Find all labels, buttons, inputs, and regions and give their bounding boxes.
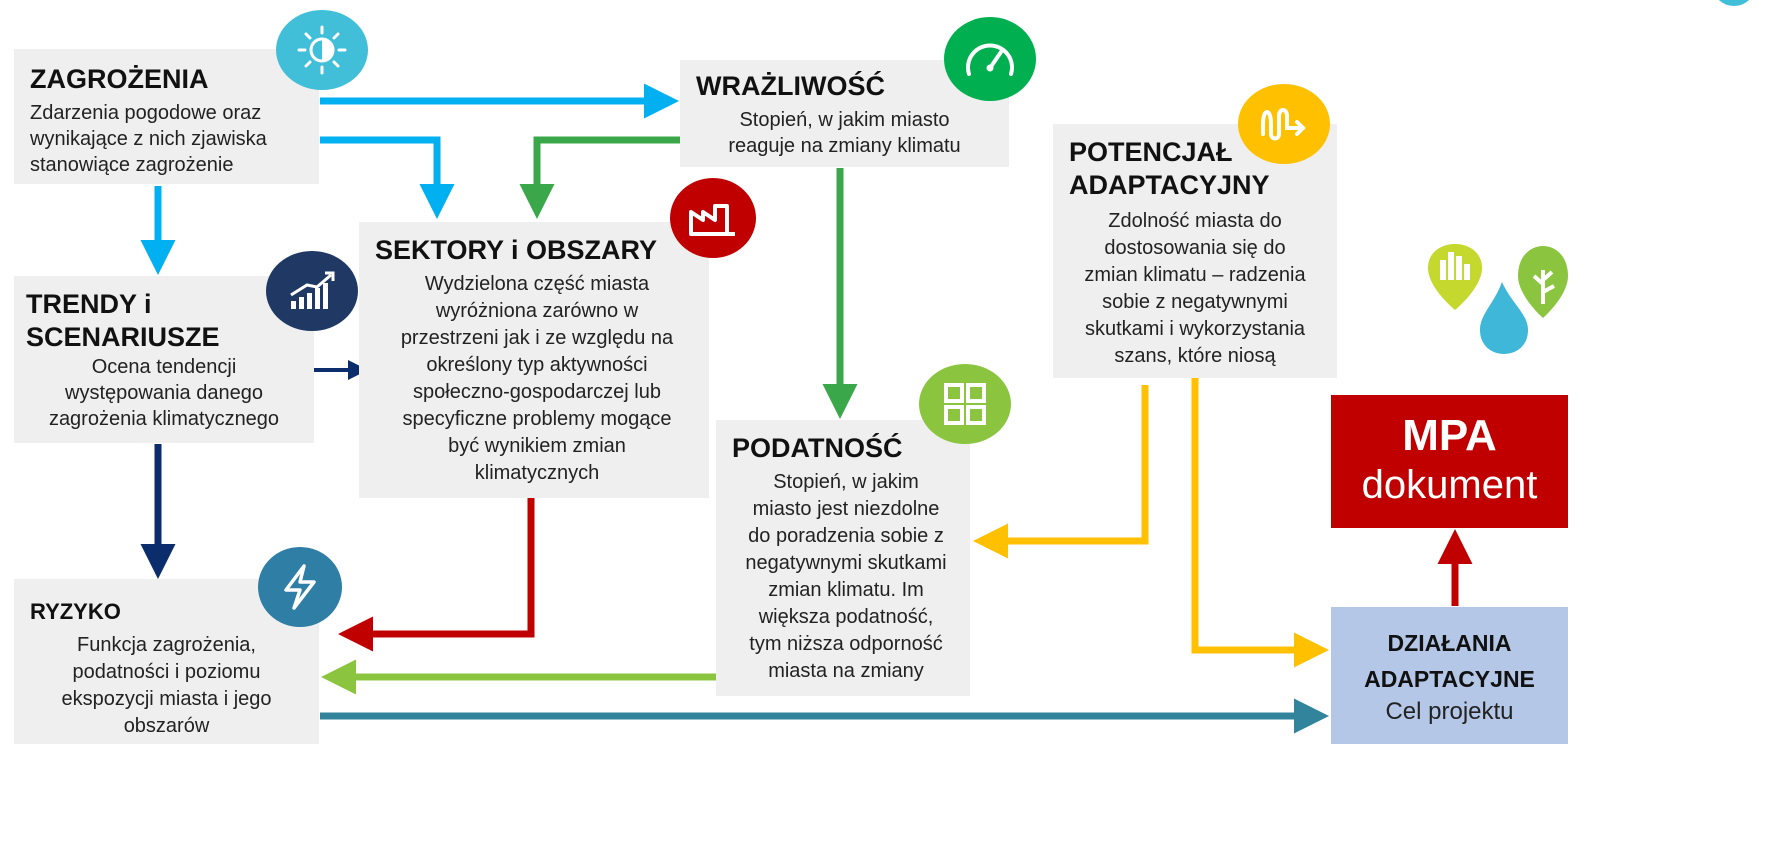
desc-line: dostosowania się do (1104, 237, 1286, 259)
desc-line: większa podatność, (758, 606, 934, 628)
wave-arrow-icon (1238, 84, 1330, 164)
title-sektory: SEKTORY i OBSZARY (375, 235, 658, 265)
title-podatnosc: PODATNOŚĆ (732, 433, 903, 463)
desc-line: Zdolność miasta do (1108, 210, 1282, 232)
title-dzialania-line1: DZIAŁANIA (1387, 630, 1512, 656)
desc-line: klimatycznych (474, 462, 600, 484)
box-trendy-i-scenariusze: TRENDY i SCENARIUSZE Ocena tendencji wys… (14, 276, 314, 443)
desc-trendy: Ocena tendencji występowania danego zagr… (26, 354, 314, 432)
factory-icon (670, 178, 756, 258)
desc-line: określony typ aktywności (426, 354, 648, 376)
arrow-sektory-to-ryzyko (338, 498, 535, 652)
title-wrazliwosc: WRAŻLIWOŚĆ (696, 71, 885, 101)
desc-line: przestrzeni jak i ze względu na (400, 327, 674, 349)
title-potencjal-line1: POTENCJAŁ (1069, 137, 1233, 167)
box-sektory-i-obszary: SEKTORY i OBSZARY Wydzielona część miast… (359, 222, 709, 498)
subtitle-dzialania: Cel projektu (1385, 698, 1514, 725)
sun-cloud-icon (276, 10, 368, 90)
desc-line: do poradzenia sobie z (748, 525, 944, 547)
desc-podatnosc: Stopień, w jakim miasto jest niezdolne d… (732, 469, 970, 685)
desc-line: Funkcja zagrożenia, (77, 634, 256, 656)
desc-line: wyróżniona zarówno w (435, 300, 639, 322)
desc-line: Stopień, w jakim miasto (739, 109, 950, 131)
desc-line: specyficzne problemy mogące (402, 408, 672, 430)
desc-line: wynikające z nich zjawiska (30, 128, 267, 150)
desc-line: występowania danego (65, 382, 263, 404)
desc-line: podatności i poziomu (72, 661, 261, 683)
title-zagrozenia: ZAGROŻENIA (30, 64, 209, 94)
title-dzialania-line2: ADAPTACYJNE (1364, 666, 1535, 692)
box-dzialania-adaptacyjne: DZIAŁANIA ADAPTACYJNE Cel projektu (1331, 607, 1568, 744)
box-podatnosc: PODATNOŚĆ Stopień, w jakim miasto jest n… (716, 420, 970, 696)
arrow-wrazliwosc-to-sektory (519, 136, 680, 219)
box-wrazliwosc: WRAŻLIWOŚĆ Stopień, w jakim miasto reagu… (680, 60, 1009, 167)
desc-sektory: Wydzielona część miasta wyróżniona zarów… (375, 271, 699, 487)
speedometer-icon (944, 17, 1036, 101)
desc-line: Ocena tendencji (91, 356, 237, 378)
title-potencjal-line2: ADAPTACYJNY (1069, 170, 1270, 200)
box-zagrozenia: ZAGROŻENIA Zdarzenia pogodowe oraz wynik… (14, 49, 319, 184)
desc-line: obszarów (123, 715, 210, 737)
title-trendy-line2: SCENARIUSZE (26, 322, 220, 352)
desc-line: sobie z negatywnymi (1102, 291, 1288, 313)
arrow-potencjal-to-dzialania (1191, 378, 1329, 668)
title-mpa: MPA (1402, 411, 1497, 460)
desc-line: szans, które niosą (1114, 345, 1276, 367)
bar-chart-growth-icon (266, 251, 358, 331)
desc-line: ekspozycji miasta i jego (61, 688, 272, 710)
desc-line: Wydzielona część miasta (424, 273, 650, 295)
subtitle-mpa: dokument (1361, 463, 1538, 507)
desc-line: skutkami i wykorzystania (1084, 318, 1306, 340)
desc-potencjal: Zdolność miasta do dostosowania się do z… (1069, 208, 1337, 370)
grid-icon (919, 364, 1011, 444)
box-potencjal-adaptacyjny: POTENCJAŁ ADAPTACYJNY Zdolność miasta do… (1053, 124, 1337, 378)
desc-line: reaguje na zmiany klimatu (728, 135, 961, 157)
desc-line: zmian klimatu – radzenia (1084, 264, 1306, 286)
decorative-circle (1712, 0, 1756, 6)
desc-line: Stopień, w jakim (773, 471, 919, 493)
desc-line: miasta na zmiany (768, 660, 924, 682)
desc-ryzyko: Funkcja zagrożenia, podatności i poziomu… (30, 632, 319, 740)
desc-line: zmian klimatu. Im (768, 579, 924, 601)
desc-line: negatywnymi skutkami (745, 552, 947, 574)
desc-line: zagrożenia klimatycznego (48, 408, 280, 430)
desc-wrazliwosc: Stopień, w jakim miasto reaguje na zmian… (696, 107, 1009, 159)
desc-line: tym niższa odporność (749, 633, 943, 655)
arrow-zagrozenia-to-sektory (320, 136, 455, 219)
desc-line: być wynikiem zmian (448, 435, 626, 457)
desc-zagrozenia: Zdarzenia pogodowe oraz wynikające z nic… (30, 100, 319, 178)
box-mpa-dokument: MPA dokument (1331, 395, 1568, 528)
lightning-icon (258, 547, 342, 627)
arrow-potencjal-to-podatnosc (973, 385, 1149, 559)
desc-line: stanowiące zagrożenie (30, 154, 234, 176)
desc-line: miasto jest niezdolne (752, 498, 940, 520)
title-ryzyko: RYZYKO (30, 599, 121, 624)
title-trendy-line1: TRENDY i (26, 289, 152, 319)
desc-line: społeczno-gospodarczej lub (413, 381, 661, 403)
city-leaf-logo (1420, 224, 1568, 356)
desc-line: Zdarzenia pogodowe oraz (30, 102, 262, 124)
